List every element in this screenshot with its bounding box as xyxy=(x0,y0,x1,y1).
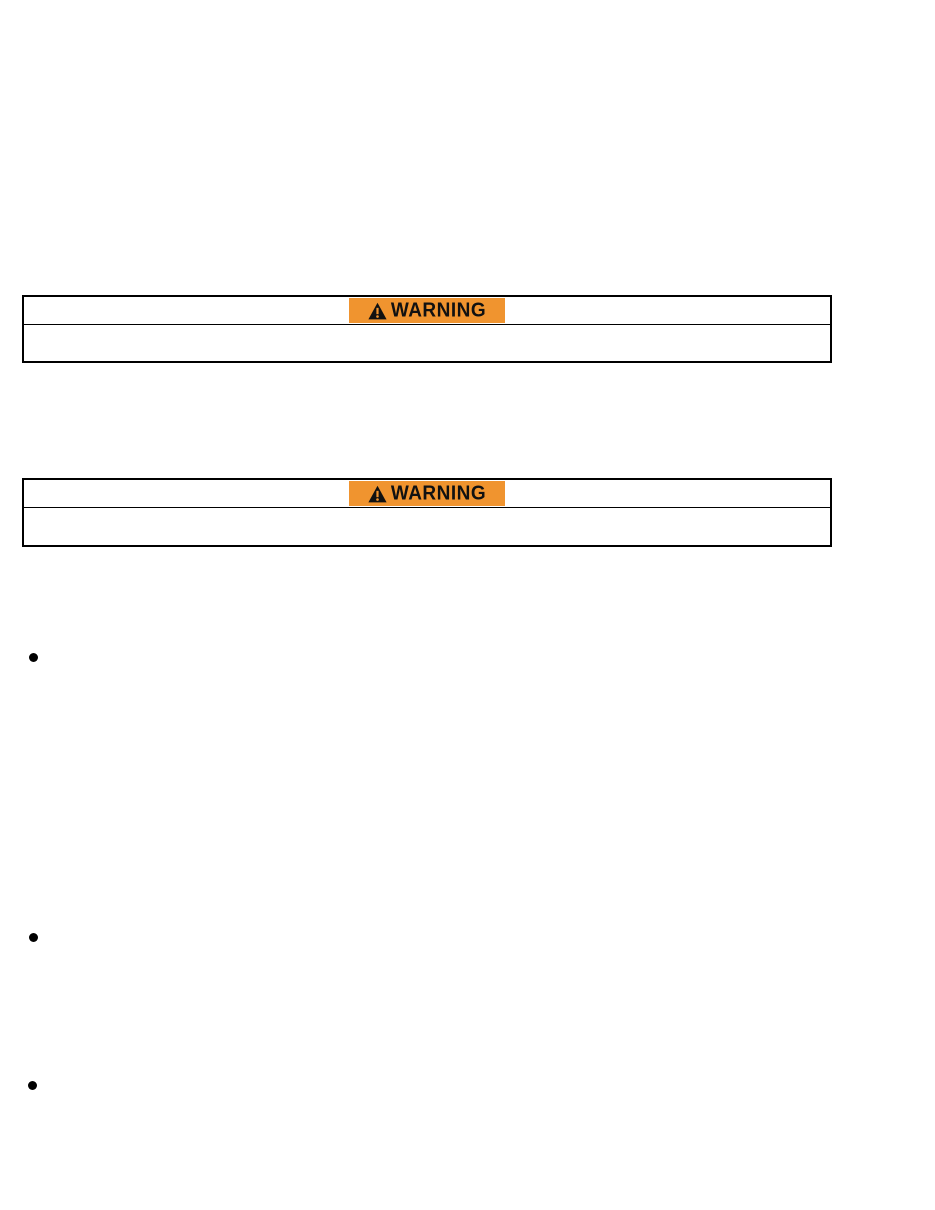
bullet-icon xyxy=(29,653,38,662)
bullet-icon xyxy=(28,1081,37,1090)
warning-triangle-icon xyxy=(368,302,387,319)
warning-badge: WARNING xyxy=(349,298,505,323)
warning-header-row: WARNING xyxy=(24,297,830,325)
warning-triangle-icon xyxy=(368,485,387,502)
warning-label: WARNING xyxy=(390,299,487,322)
warning-badge: WARNING xyxy=(349,481,505,506)
warning-box-2: WARNING xyxy=(22,478,832,547)
warning-box-1: WARNING xyxy=(22,295,832,363)
warning-label: WARNING xyxy=(390,482,487,505)
warning-body-text xyxy=(24,508,830,542)
warning-header-row: WARNING xyxy=(24,480,830,508)
bullet-icon xyxy=(29,933,38,942)
warning-body-text xyxy=(24,325,830,359)
